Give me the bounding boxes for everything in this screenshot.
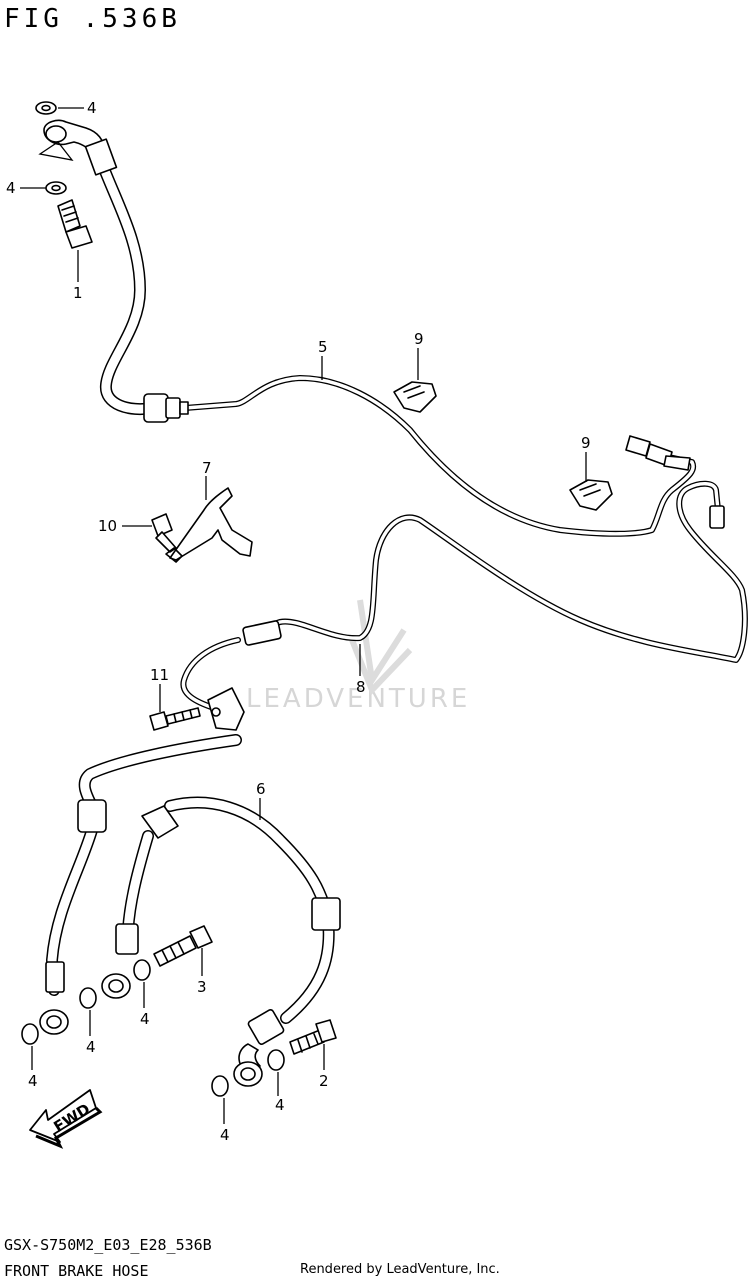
watermark-logo bbox=[349, 599, 413, 696]
hose-ferrule-part-6-mid bbox=[311, 897, 341, 931]
washers-part-4 bbox=[21, 101, 285, 1097]
callout-4-lower-left: 4 bbox=[28, 1072, 38, 1090]
union-bolt-part-1 bbox=[57, 199, 93, 249]
washer-lower-right-2 bbox=[267, 1049, 285, 1071]
washer-lower-left-2 bbox=[79, 987, 97, 1009]
hose-fitting-part-6 bbox=[141, 805, 179, 839]
washer-lower-left-1 bbox=[21, 1023, 39, 1045]
callout-4-upper: 4 bbox=[6, 179, 16, 197]
washer-lower-mid bbox=[133, 959, 151, 981]
fwd-direction-arrow: FWD bbox=[29, 1089, 103, 1149]
callout-4-top: 4 bbox=[87, 99, 97, 117]
brake-pipe-part-8 bbox=[180, 480, 748, 731]
brake-hose-junction bbox=[207, 687, 245, 731]
part-group-name: FRONT BRAKE HOSE bbox=[4, 1262, 149, 1280]
callout-9-a: 9 bbox=[414, 330, 424, 348]
model-code: GSX-S750M2_E03_E28_536B bbox=[4, 1236, 212, 1254]
callout-11: 11 bbox=[150, 666, 169, 684]
brake-hose-lower-left bbox=[39, 734, 242, 1035]
callout-2: 2 bbox=[319, 1072, 329, 1090]
callout-3: 3 bbox=[197, 978, 207, 996]
hose-ferrule-upper bbox=[84, 138, 118, 176]
brake-hose-part-6 bbox=[101, 796, 341, 1087]
hose-bracket-part-7 bbox=[165, 487, 253, 563]
hose-ferrule-part-6-left bbox=[115, 923, 139, 955]
callout-7: 7 bbox=[202, 459, 212, 477]
union-bolt-part-2 bbox=[289, 1019, 337, 1055]
hose-ferrule-lower-left bbox=[45, 961, 65, 993]
render-credit: Rendered by LeadVenture, Inc. bbox=[300, 1262, 500, 1277]
callout-1: 1 bbox=[73, 284, 83, 302]
hose-fitting-lower-left bbox=[77, 799, 107, 833]
brake-hose-upper-part-5 bbox=[43, 119, 697, 537]
bolt-part-10 bbox=[151, 513, 177, 553]
union-bolt-part-3 bbox=[153, 925, 213, 967]
bolt-part-11 bbox=[149, 707, 201, 731]
pipe-clamp-part-9a bbox=[393, 381, 437, 413]
callout-4-lower-right-2: 4 bbox=[275, 1096, 285, 1114]
callout-labels: 4 4 1 5 9 9 7 10 8 11 6 3 2 4 4 4 4 4 bbox=[6, 99, 591, 1144]
hose-ferrule-part-6-lower bbox=[247, 1009, 285, 1045]
callout-6: 6 bbox=[256, 780, 266, 798]
callout-8: 8 bbox=[356, 678, 366, 696]
washer-lower-right-1 bbox=[211, 1075, 229, 1097]
callout-4-lower-mid: 4 bbox=[140, 1010, 150, 1028]
callout-10: 10 bbox=[98, 517, 117, 535]
leader-lines bbox=[20, 107, 587, 1124]
pipe-flare-nut-part-5 bbox=[625, 435, 651, 457]
callout-4-lower-left-2: 4 bbox=[86, 1038, 96, 1056]
hose-crimp-fitting bbox=[143, 393, 169, 423]
figure-title: FIG .536B bbox=[4, 4, 181, 34]
watermark-text: LEADVENTURE bbox=[246, 684, 471, 714]
callout-4-lower-right: 4 bbox=[220, 1126, 230, 1144]
pipe-flare-nut-part-8 bbox=[709, 505, 725, 529]
callout-5: 5 bbox=[318, 338, 328, 356]
pipe-clamp-part-9b bbox=[569, 479, 613, 511]
callout-9-b: 9 bbox=[581, 434, 591, 452]
hose-ferrule-part-8 bbox=[242, 620, 282, 646]
